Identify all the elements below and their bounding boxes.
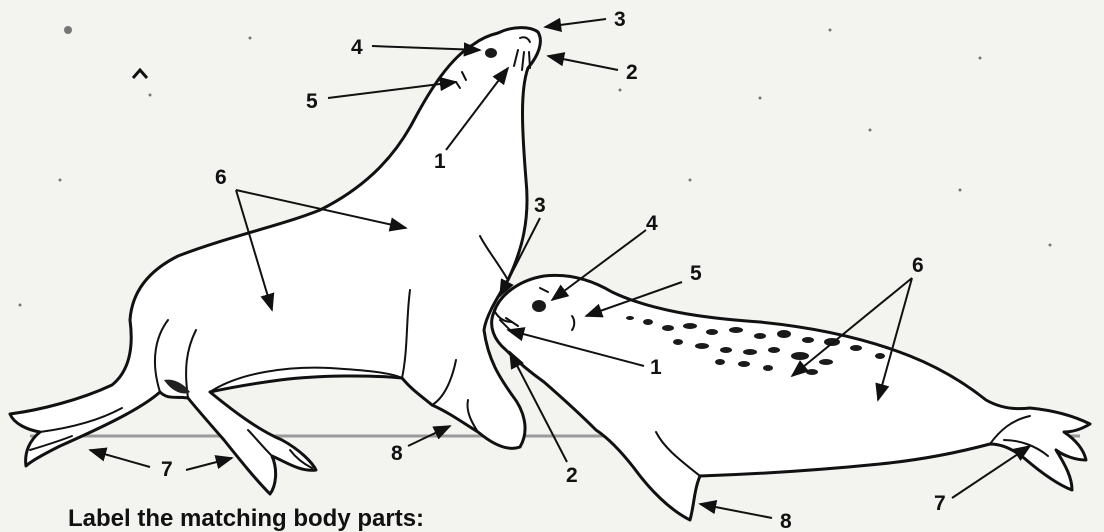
sea-lion-label-5: 5 — [306, 90, 318, 113]
seal-drawing — [492, 275, 1090, 520]
sea-lion-label-2: 2 — [626, 61, 638, 84]
caption: Label the matching body parts: — [68, 506, 424, 532]
sea-lion-label-3: 3 — [614, 8, 626, 31]
seal-label-7: 7 — [934, 492, 946, 515]
sea-lion-drawing — [10, 28, 540, 494]
sea-lion-label-4: 4 — [351, 36, 363, 59]
seal-label-1: 1 — [650, 356, 662, 379]
seal-label-2: 2 — [566, 464, 578, 487]
sea-lion-label-6: 6 — [215, 166, 227, 189]
sea-lion-label-1: 1 — [434, 150, 446, 173]
seal-label-5: 5 — [690, 262, 702, 285]
seal-label-6: 6 — [912, 254, 924, 277]
seal-label-4: 4 — [646, 212, 658, 235]
sea-lion-label-7: 7 — [161, 458, 173, 481]
seal-label-8: 8 — [780, 510, 792, 532]
seal-label-3: 3 — [534, 194, 546, 217]
sea-lion-label-8: 8 — [391, 442, 403, 465]
